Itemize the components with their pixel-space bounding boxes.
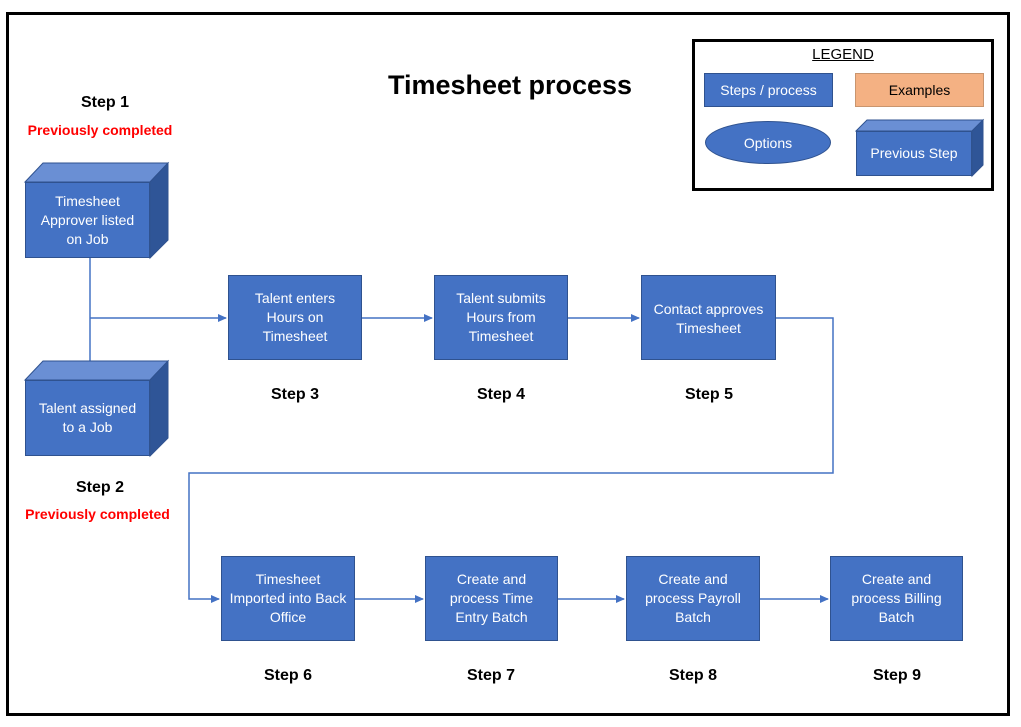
step3-text: Talent enters Hours on Timesheet — [254, 290, 336, 344]
legend-steps-process-label: Steps / process — [720, 81, 817, 98]
step4-box: Talent submits Hours from Timesheet — [434, 275, 568, 360]
step2-text: Talent assigned to a Job — [38, 400, 137, 435]
step6-label: Step 6 — [263, 667, 312, 684]
legend: LEGEND Steps / process Examples Options … — [692, 39, 994, 191]
step6-box: Timesheet Imported into Back Office — [221, 556, 355, 641]
legend-steps-process: Steps / process — [704, 73, 833, 107]
step1-label: Step 1 — [80, 94, 129, 111]
step7-text: Create and process Time Entry Batch — [449, 571, 534, 625]
legend-examples: Examples — [855, 73, 984, 107]
step3-label: Step 3 — [270, 386, 319, 403]
legend-cube-top — [855, 119, 985, 132]
step2-status: Previously completed — [25, 506, 170, 522]
diagram-frame — [6, 12, 1010, 716]
step2-cube-top — [23, 360, 170, 381]
step7-label: Step 7 — [466, 667, 515, 684]
step1-cube-top — [23, 162, 170, 183]
step2-label: Step 2 — [75, 479, 124, 496]
step7-box: Create and process Time Entry Batch — [425, 556, 558, 641]
step8-box: Create and process Payroll Batch — [626, 556, 760, 641]
step5-box: Contact approves Timesheet — [641, 275, 776, 360]
step9-text: Create and process Billing Batch — [851, 571, 942, 625]
step5-text: Contact approves Timesheet — [653, 301, 764, 336]
step5-label: Step 5 — [684, 386, 733, 403]
legend-options-label: Options — [743, 134, 793, 151]
connector-step5-step6 — [188, 317, 834, 603]
step4-text: Talent submits Hours from Timesheet — [456, 290, 546, 344]
step3-box: Talent enters Hours on Timesheet — [228, 275, 362, 360]
step2-cube-side — [149, 359, 169, 458]
step1-cube-side — [149, 161, 169, 260]
legend-previous-step-label: Previous Step — [870, 145, 958, 161]
legend-previous-step-cube — [855, 118, 985, 178]
step1-status: Previously completed — [27, 122, 173, 138]
page-title: Timesheet process — [387, 70, 633, 100]
step9-label: Step 9 — [872, 667, 921, 684]
step8-label: Step 8 — [668, 667, 717, 684]
legend-cube-side — [971, 118, 984, 178]
step1-text: Timesheet Approver listed on Job — [40, 192, 135, 247]
legend-options: Options — [705, 121, 831, 164]
step9-box: Create and process Billing Batch — [830, 556, 963, 641]
step8-text: Create and process Payroll Batch — [645, 571, 741, 625]
step1-box: Timesheet Approver listed on Job — [25, 182, 150, 258]
legend-title: LEGEND — [812, 46, 874, 63]
legend-examples-label: Examples — [888, 82, 951, 98]
step6-text: Timesheet Imported into Back Office — [229, 571, 347, 625]
step2-box: Talent assigned to a Job — [25, 380, 150, 456]
step4-label: Step 4 — [476, 386, 525, 403]
legend-previous-step: Previous Step — [856, 131, 972, 176]
